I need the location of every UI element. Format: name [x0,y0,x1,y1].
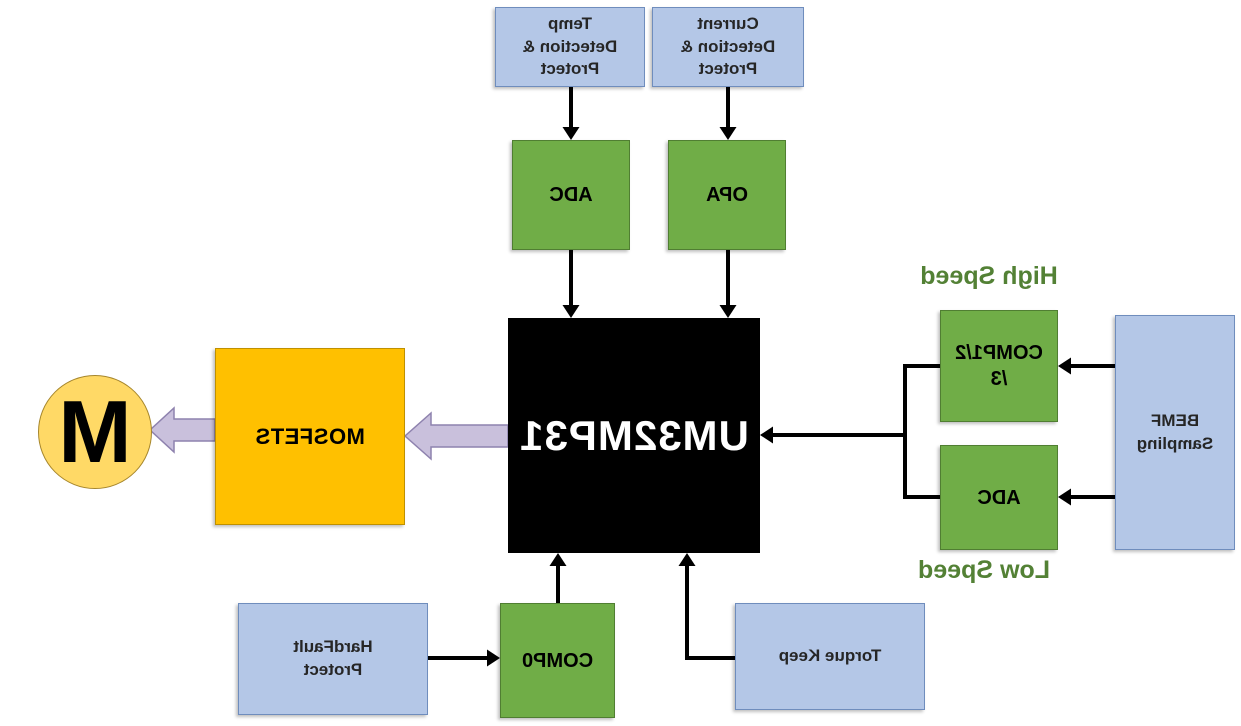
node-label: UM32MP31 [519,411,749,459]
node-opa: OPA [668,140,786,250]
node-label: HardFault Protect [293,637,373,679]
node-adc-top: ADC [512,140,630,250]
connector-bemf-to-comp123 [1058,357,1115,375]
node-torque-keep: Torque Keep [735,603,925,710]
connector-torque-to-mcu [678,553,735,660]
connector-adc-to-mcu [562,250,580,318]
node-motor: M [38,375,152,489]
node-comp1-2-3: COMP1/2/3 [940,310,1058,422]
connector-comparators-to-mcu [760,364,940,499]
node-label: OPA [706,184,748,206]
node-label: COMP1/2/3 [955,342,1043,390]
node-hardfault-protect: HardFault Protect [238,603,428,715]
node-label: Temp Detection & Protect [522,13,618,79]
node-bemf-sampling: BEMF Sampling [1115,315,1235,550]
node-label: Current Detection & Protect [680,13,776,79]
motor-symbol: M [58,382,132,481]
connector-hardfault-to-comp0 [428,649,500,667]
node-label: BEMF Sampling [1136,410,1214,453]
node-label: MOSFETS [255,423,365,449]
node-adc-bemf: ADC [940,445,1058,550]
node-label: Torque Keep [778,646,882,666]
block-arrow-mosfets-to-motor [148,406,216,454]
node-mosfets: MOSFETS [215,348,405,525]
label-high-speed: High Speed [920,262,1058,290]
node-mcu-chip: UM32MP31 [508,318,760,553]
label-low-speed: Low Speed [918,556,1050,584]
node-current-detection-protect: Current Detection & Protect [652,7,804,87]
block-arrow-mcu-to-mosfets [403,411,509,461]
connector-bemf-to-adc [1058,488,1115,506]
node-temp-detection-protect: Temp Detection & Protect [495,7,645,87]
node-label: ADC [977,486,1021,509]
connector-opa-to-mcu [719,250,737,318]
node-label: COMP0 [521,649,594,672]
node-label: ADC [549,184,593,206]
connector-current-to-opa [719,87,737,140]
connector-comp0-to-mcu [549,553,567,603]
node-comp0: COMP0 [500,603,615,718]
connector-temp-to-adc [562,87,580,140]
